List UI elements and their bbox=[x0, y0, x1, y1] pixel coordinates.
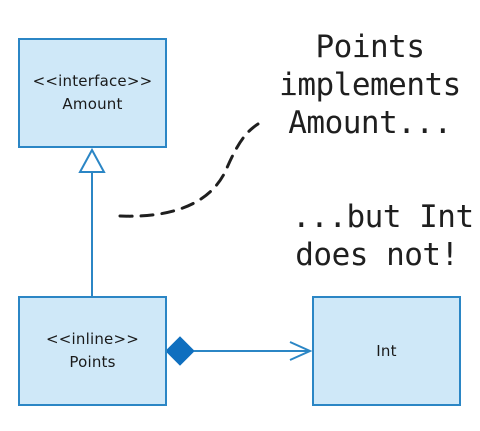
annotation-connector bbox=[118, 122, 260, 218]
composition-arrowhead bbox=[289, 341, 313, 361]
points-class-box: <<inline>> Points bbox=[18, 296, 167, 406]
annotation-line-amount: Amount... bbox=[288, 105, 452, 142]
realization-arrowhead bbox=[78, 147, 106, 173]
annotation-line-implements: implements bbox=[279, 67, 461, 104]
amount-stereotype: <<interface>> bbox=[32, 72, 153, 90]
amount-interface-box: <<interface>> Amount bbox=[18, 38, 167, 148]
int-name: Int bbox=[376, 341, 397, 360]
composition-diamond bbox=[165, 336, 195, 366]
annotation-line-points: Points bbox=[315, 29, 425, 65]
composition-arrow bbox=[165, 336, 313, 366]
points-name: Points bbox=[69, 353, 116, 371]
amount-name: Amount bbox=[62, 95, 123, 113]
annotation-points-implements: Points implements Amount... bbox=[274, 28, 466, 142]
annotation-int-does-not: ...but Int does not! bbox=[292, 198, 474, 274]
annotation-line-does-not: does not! bbox=[295, 237, 459, 274]
points-stereotype: <<inline>> bbox=[45, 330, 140, 348]
annotation-line-but-int: ...but Int bbox=[292, 199, 474, 235]
int-class-box: Int bbox=[312, 296, 461, 406]
realization-arrow bbox=[78, 147, 106, 296]
